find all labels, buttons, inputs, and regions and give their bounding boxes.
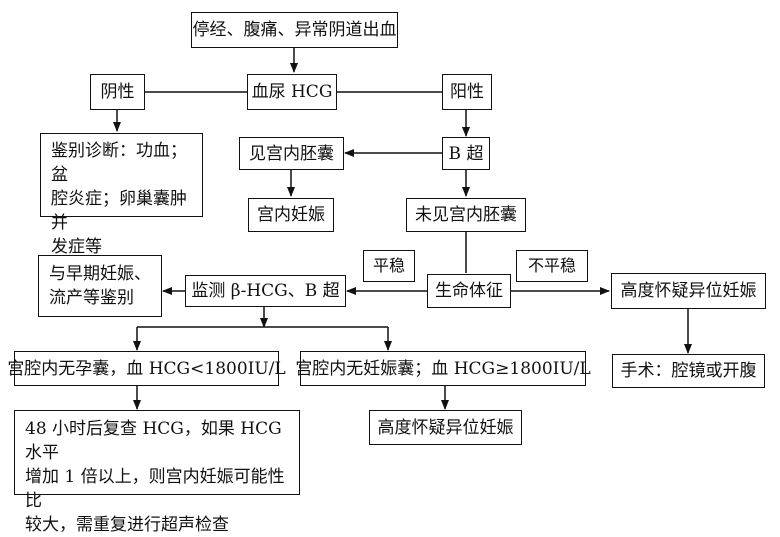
node-low-hcg: 宫腔内无孕囊，血 HCG<1800IU/L: [7, 351, 286, 386]
distinguish-line-2: 流产等鉴别: [49, 288, 134, 308]
node-distinguish: 与早期妊娠、 流产等鉴别: [38, 255, 162, 317]
node-negative: 阴性: [90, 74, 145, 110]
differential-line-3: 发症等: [51, 237, 102, 257]
node-high-hcg: 宫腔内无妊娠囊；血 HCG≥1800IU/L: [295, 351, 591, 386]
node-recheck: 48 小时后复查 HCG，如果 HCG 水平 增加 1 倍以上，则宫内妊娠可能性…: [14, 410, 300, 535]
node-start: 停经、腹痛、异常阴道出血: [191, 12, 398, 48]
node-suspect-ectopic-right: 高度怀疑异位妊娠: [611, 273, 766, 309]
distinguish-line-1: 与早期妊娠、: [49, 264, 151, 284]
node-differential: 鉴别诊断：功血；盆 腔炎症；卵巢囊肿并 发症等: [40, 133, 203, 257]
flowchart: 停经、腹痛、异常阴道出血 血尿 HCG 阴性 阳性 鉴别诊断：功血；盆 腔炎症；…: [7, 12, 766, 535]
differential-line-1: 鉴别诊断：功血；盆: [51, 141, 187, 185]
node-suspect-ectopic-bottom: 高度怀疑异位妊娠: [369, 410, 522, 445]
node-no-sac: 未见宫内胚囊: [406, 198, 526, 232]
node-iup: 宫内妊娠: [248, 198, 334, 232]
node-hcg: 血尿 HCG: [247, 74, 337, 110]
connector-lines: [113, 48, 692, 410]
node-monitor: 监测 β-HCG、B 超: [185, 275, 346, 307]
recheck-line-3: 较大，需重复进行超声检查: [25, 515, 229, 535]
node-vital-signs: 生命体征: [427, 274, 511, 308]
label-unstable: 不平稳: [516, 250, 588, 282]
node-surgery: 手术：腔镜或开腹: [612, 354, 765, 388]
label-stable: 平稳: [363, 250, 415, 282]
recheck-line-1: 48 小时后复查 HCG，如果 HCG 水平: [25, 419, 282, 463]
differential-line-2: 腔炎症；卵巢囊肿并: [51, 189, 187, 233]
node-see-sac: 见宫内胚囊: [239, 137, 344, 170]
node-positive: 阳性: [442, 74, 492, 110]
node-ultrasound: B 超: [442, 137, 490, 170]
